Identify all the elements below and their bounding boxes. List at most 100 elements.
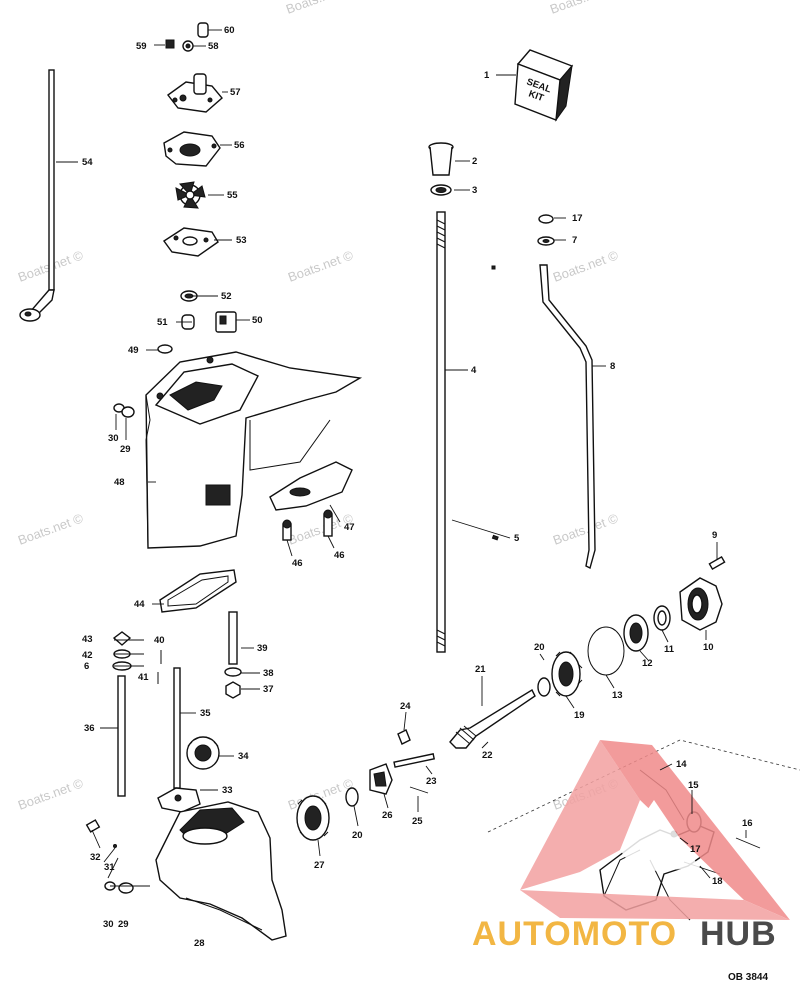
callout-11: 11	[664, 644, 675, 655]
callout-34: 34	[238, 751, 249, 762]
clutch-assembly	[345, 729, 436, 807]
pinion-gear	[537, 651, 583, 697]
callout-52: 52	[221, 291, 232, 302]
watermark: Boats.net ©	[284, 0, 354, 17]
callout-20-left: 20	[352, 830, 363, 841]
callout-29-lower: 29	[118, 919, 129, 930]
shift-rod	[537, 214, 596, 570]
callout-24: 24	[400, 701, 411, 712]
bearings	[623, 605, 671, 652]
callout-1: 1	[484, 70, 490, 81]
pump-plate	[162, 227, 219, 257]
callout-10: 10	[703, 642, 714, 653]
callout-37: 37	[263, 684, 274, 695]
callout-29-upper: 29	[120, 444, 131, 455]
callout-6: 6	[84, 661, 89, 672]
gearcase-upper-housing	[145, 351, 363, 549]
callout-46-left: 46	[292, 558, 303, 569]
gasket	[159, 569, 237, 613]
callout-numbers: 1 2 3 4 5 6 7 8 9 10 11 12 13 14 15 16 1…	[82, 25, 753, 949]
callout-25: 25	[412, 816, 423, 827]
callout-33: 33	[222, 785, 233, 796]
callout-44: 44	[134, 599, 145, 610]
bearing-carrier	[157, 787, 201, 813]
water-pump-housing	[167, 73, 223, 113]
impeller	[175, 181, 206, 209]
callout-32: 32	[90, 852, 101, 863]
gearcase-bracket	[269, 461, 353, 541]
callout-28: 28	[194, 938, 205, 949]
callout-4: 4	[471, 365, 477, 376]
callout-20-right: 20	[534, 642, 545, 653]
callout-30-lower: 30	[103, 919, 114, 930]
callout-41: 41	[138, 672, 149, 683]
grommet-cap	[428, 142, 454, 196]
reverse-gear	[186, 736, 220, 770]
callout-48: 48	[114, 477, 125, 488]
pump-insert	[163, 131, 221, 167]
callout-16: 16	[742, 818, 753, 829]
callout-17-top: 17	[572, 213, 583, 224]
watermark: Boats.net ©	[16, 510, 86, 548]
callout-43: 43	[82, 634, 93, 645]
seal-kit-label-kit: KIT	[527, 88, 545, 104]
callout-50: 50	[252, 315, 263, 326]
callout-56: 56	[234, 140, 245, 151]
callout-5: 5	[514, 533, 520, 544]
drawing-code: OB 3844	[728, 972, 768, 983]
watermark: Boats.net ©	[551, 247, 621, 285]
o-ring	[587, 626, 625, 676]
callout-14: 14	[676, 759, 687, 770]
callout-18: 18	[712, 876, 723, 887]
callout-27: 27	[314, 860, 325, 871]
gearcase-lower-housing	[155, 801, 287, 941]
propeller-shaft	[449, 689, 536, 749]
callout-49: 49	[128, 345, 139, 356]
watermark: Boats.net ©	[548, 0, 618, 17]
top-fasteners	[165, 22, 209, 52]
drive-shaft	[436, 211, 499, 653]
shift-rod-upper	[19, 69, 55, 322]
callout-55: 55	[227, 190, 238, 201]
callout-58: 58	[208, 41, 219, 52]
callout-9: 9	[712, 530, 717, 541]
callout-30-upper: 30	[108, 433, 119, 444]
callout-59: 59	[136, 41, 147, 52]
callout-39: 39	[257, 643, 268, 654]
watermark: Boats.net ©	[286, 247, 356, 285]
callout-8: 8	[610, 361, 615, 372]
callout-47: 47	[344, 522, 355, 533]
callout-42: 42	[82, 650, 93, 661]
leader-lines	[56, 29, 747, 887]
callout-22: 22	[482, 750, 493, 761]
brand-logo	[520, 740, 790, 920]
callout-13: 13	[612, 690, 623, 701]
callout-26: 26	[382, 810, 393, 821]
callout-54: 54	[82, 157, 93, 168]
callout-57: 57	[230, 87, 241, 98]
callout-51: 51	[157, 317, 168, 328]
watermark: Boats.net ©	[551, 510, 621, 548]
water-tube-assembly	[224, 611, 242, 699]
callout-60: 60	[224, 25, 235, 36]
callout-31: 31	[104, 862, 115, 873]
callout-15: 15	[688, 780, 699, 791]
callout-21: 21	[475, 664, 486, 675]
forward-gear	[296, 795, 330, 841]
seal-kit-box: SEAL KIT	[514, 49, 574, 122]
callout-23: 23	[426, 776, 437, 787]
callout-12: 12	[642, 658, 653, 669]
callout-2: 2	[472, 156, 477, 167]
callout-19: 19	[574, 710, 585, 721]
callout-40: 40	[154, 635, 165, 646]
brand-name-right: HUB	[700, 915, 777, 953]
drain-screws	[85, 403, 135, 894]
callout-17-prop: 17	[690, 844, 701, 855]
propeller-bearing-carrier	[679, 555, 726, 631]
callout-53: 53	[236, 235, 247, 246]
callout-7: 7	[572, 235, 577, 246]
seals-and-connectors	[157, 290, 237, 354]
watermark: Boats.net ©	[16, 775, 86, 813]
pinion-shaft-left	[157, 650, 181, 789]
